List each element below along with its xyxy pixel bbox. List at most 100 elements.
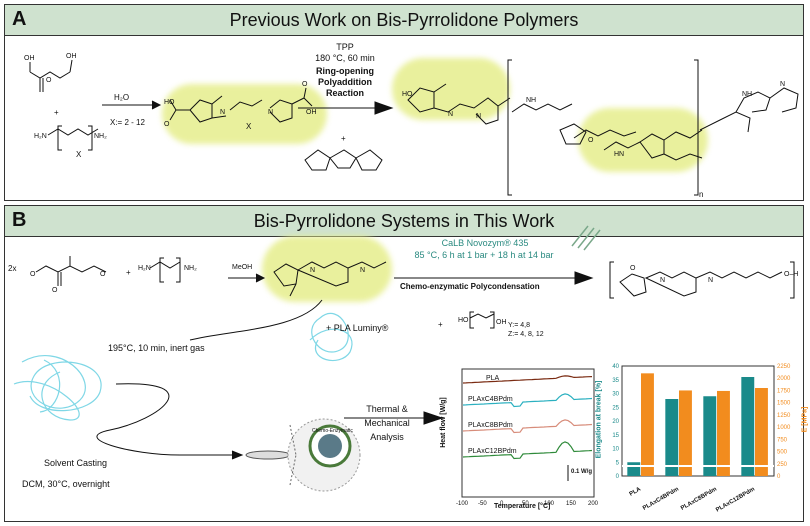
panel-b-header: B Bis-Pyrrolidone Systems in This Work bbox=[5, 206, 803, 237]
svg-text:N: N bbox=[476, 113, 481, 120]
svg-text:O–H: O–H bbox=[784, 271, 798, 278]
diol-z-range: Z:= 4, 8, 12 bbox=[508, 331, 544, 338]
bar-ytick-left: 10 bbox=[612, 447, 619, 453]
bar-elongation bbox=[741, 377, 755, 476]
svg-text:NH: NH bbox=[526, 97, 536, 104]
bar-ytick-right: 1250 bbox=[777, 413, 791, 419]
svg-text:H₂N: H₂N bbox=[138, 265, 151, 272]
panel-b-label: B bbox=[12, 209, 27, 231]
bar-modulus bbox=[717, 390, 730, 476]
dsc-label-c4: PLAxC4BPdm bbox=[468, 396, 513, 403]
svg-text:N: N bbox=[220, 109, 225, 116]
bar-ytick-right: 1500 bbox=[777, 401, 791, 407]
plus-sign-b: + bbox=[126, 268, 131, 277]
bar-ytick-left: 35 bbox=[612, 378, 619, 384]
panel-b: B Bis-Pyrrolidone Systems in This Work bbox=[4, 205, 804, 522]
melt-conditions: 195°C, 10 min, inert gas bbox=[108, 343, 205, 353]
svg-text:O: O bbox=[302, 81, 308, 88]
svg-text:N: N bbox=[268, 109, 273, 116]
dsc-xtick: 200 bbox=[588, 501, 598, 507]
plus-sign-oxazoline: + bbox=[341, 134, 346, 143]
svg-text:HN: HN bbox=[614, 151, 624, 158]
diamine-x-subscript: X bbox=[76, 150, 82, 159]
bar-ytick-left: 5 bbox=[616, 460, 620, 466]
svg-text:N: N bbox=[310, 267, 315, 274]
dsc-xtick: 100 bbox=[544, 501, 555, 507]
bar-category-label: PLA bbox=[629, 486, 643, 498]
bar-modulus bbox=[641, 373, 654, 476]
methanol-label: MeOH bbox=[232, 264, 253, 271]
bar-ytick-left: 15 bbox=[612, 433, 619, 439]
svg-text:OH: OH bbox=[66, 53, 77, 60]
panel-a-label: A bbox=[12, 8, 27, 30]
svg-text:NH₂: NH₂ bbox=[94, 133, 107, 140]
bis-pyrrolidone-x-subscript: X bbox=[246, 122, 252, 131]
svg-text:O: O bbox=[30, 271, 36, 278]
svg-text:O: O bbox=[588, 137, 594, 144]
svg-text:O: O bbox=[100, 271, 106, 278]
svg-text:HO: HO bbox=[458, 317, 469, 324]
bar-ytick-right: 0 bbox=[777, 474, 781, 480]
bis-pyrrolidone-acid-highlight bbox=[162, 84, 327, 144]
bar-ytick-right: 500 bbox=[777, 450, 788, 456]
svg-text:OH: OH bbox=[24, 55, 35, 62]
panel-b-title: Bis-Pyrrolidone Systems in This Work bbox=[253, 211, 555, 231]
bar-category-label: PLAxC12BPdm bbox=[715, 487, 756, 514]
bar-ytick-right: 750 bbox=[777, 437, 788, 443]
bar-category-label: PLAxC8BPdm bbox=[680, 487, 718, 512]
dsc-curve-3 bbox=[462, 419, 593, 434]
svg-text:O: O bbox=[630, 265, 636, 272]
tpp-catalyst: TPP bbox=[336, 42, 354, 52]
analysis-label: Thermal & Mechanical Analysis bbox=[364, 404, 410, 442]
bar-ytick-right: 1000 bbox=[777, 425, 791, 431]
bar-plot: 0510152025303540025050075010001250150017… bbox=[612, 364, 791, 514]
dsc-curve-4 bbox=[462, 441, 593, 460]
bar-ytick-left: 40 bbox=[612, 364, 619, 370]
ring-opening-label: Ring-opening Polyaddition Reaction bbox=[316, 66, 374, 98]
bar-ytick-left: 30 bbox=[612, 392, 619, 398]
svg-text:O: O bbox=[164, 121, 170, 128]
bar-ytick-right: 1750 bbox=[777, 388, 791, 394]
bar-ytick-left: 20 bbox=[612, 419, 619, 425]
svg-text:H₂N: H₂N bbox=[34, 133, 47, 140]
enzyme-conditions: 85 °C, 6 h at 1 bar + 18 h at 14 bar bbox=[414, 250, 554, 260]
casting-conditions: DCM, 30°C, overnight bbox=[22, 479, 110, 489]
svg-text:OH: OH bbox=[496, 319, 507, 326]
svg-text:N: N bbox=[708, 277, 713, 284]
dsc-scale: 0.1 W/g bbox=[571, 469, 593, 475]
bar-category-label: PLAxC4BPdm bbox=[642, 487, 680, 512]
diol-y-range: Y:= 4,8 bbox=[508, 322, 530, 329]
bar-ytick-right: 2000 bbox=[777, 376, 791, 382]
enzyme-label: CaLB Novozym® 435 bbox=[441, 238, 529, 248]
svg-text:HO: HO bbox=[164, 99, 175, 106]
dsc-xlabel: Temperature [°C] bbox=[494, 503, 551, 510]
dsc-label-c12: PLAxC12BPdm bbox=[468, 448, 517, 455]
svg-text:N: N bbox=[448, 111, 453, 118]
reaction-conditions-a: 180 °C, 60 min bbox=[315, 53, 375, 63]
panel-a: A Previous Work on Bis-Pyrrolidone Polym… bbox=[4, 4, 804, 201]
svg-text:O: O bbox=[52, 287, 58, 294]
bar-elongation bbox=[703, 396, 717, 476]
bar-modulus bbox=[679, 390, 692, 476]
dsc-xtick: -50 bbox=[478, 501, 487, 507]
solvent-casting-label: Solvent Casting bbox=[44, 458, 108, 468]
bar-ytick-right: 2250 bbox=[777, 364, 791, 370]
svg-text:N: N bbox=[360, 267, 365, 274]
bar-modulus bbox=[755, 388, 768, 476]
polycondensation-label: Chemo-enzymatic Polycondensation bbox=[400, 282, 540, 291]
svg-text:HO: HO bbox=[402, 91, 413, 98]
dsc-xtick: 0 bbox=[500, 501, 504, 507]
bar-ytick-right: 250 bbox=[777, 462, 788, 468]
bar-ytick-left: 25 bbox=[612, 405, 619, 411]
film-logo-text: Chemo-Enzymatic bbox=[312, 428, 353, 434]
dsc-label-c8: PLAxC8BPdm bbox=[468, 422, 513, 429]
repeat-unit-n: n bbox=[699, 190, 704, 199]
svg-text:O: O bbox=[46, 77, 52, 84]
dsc-xtick: -100 bbox=[456, 501, 469, 507]
svg-text:N: N bbox=[780, 81, 785, 88]
modulus-axis-label: E [MPa] bbox=[801, 406, 809, 433]
